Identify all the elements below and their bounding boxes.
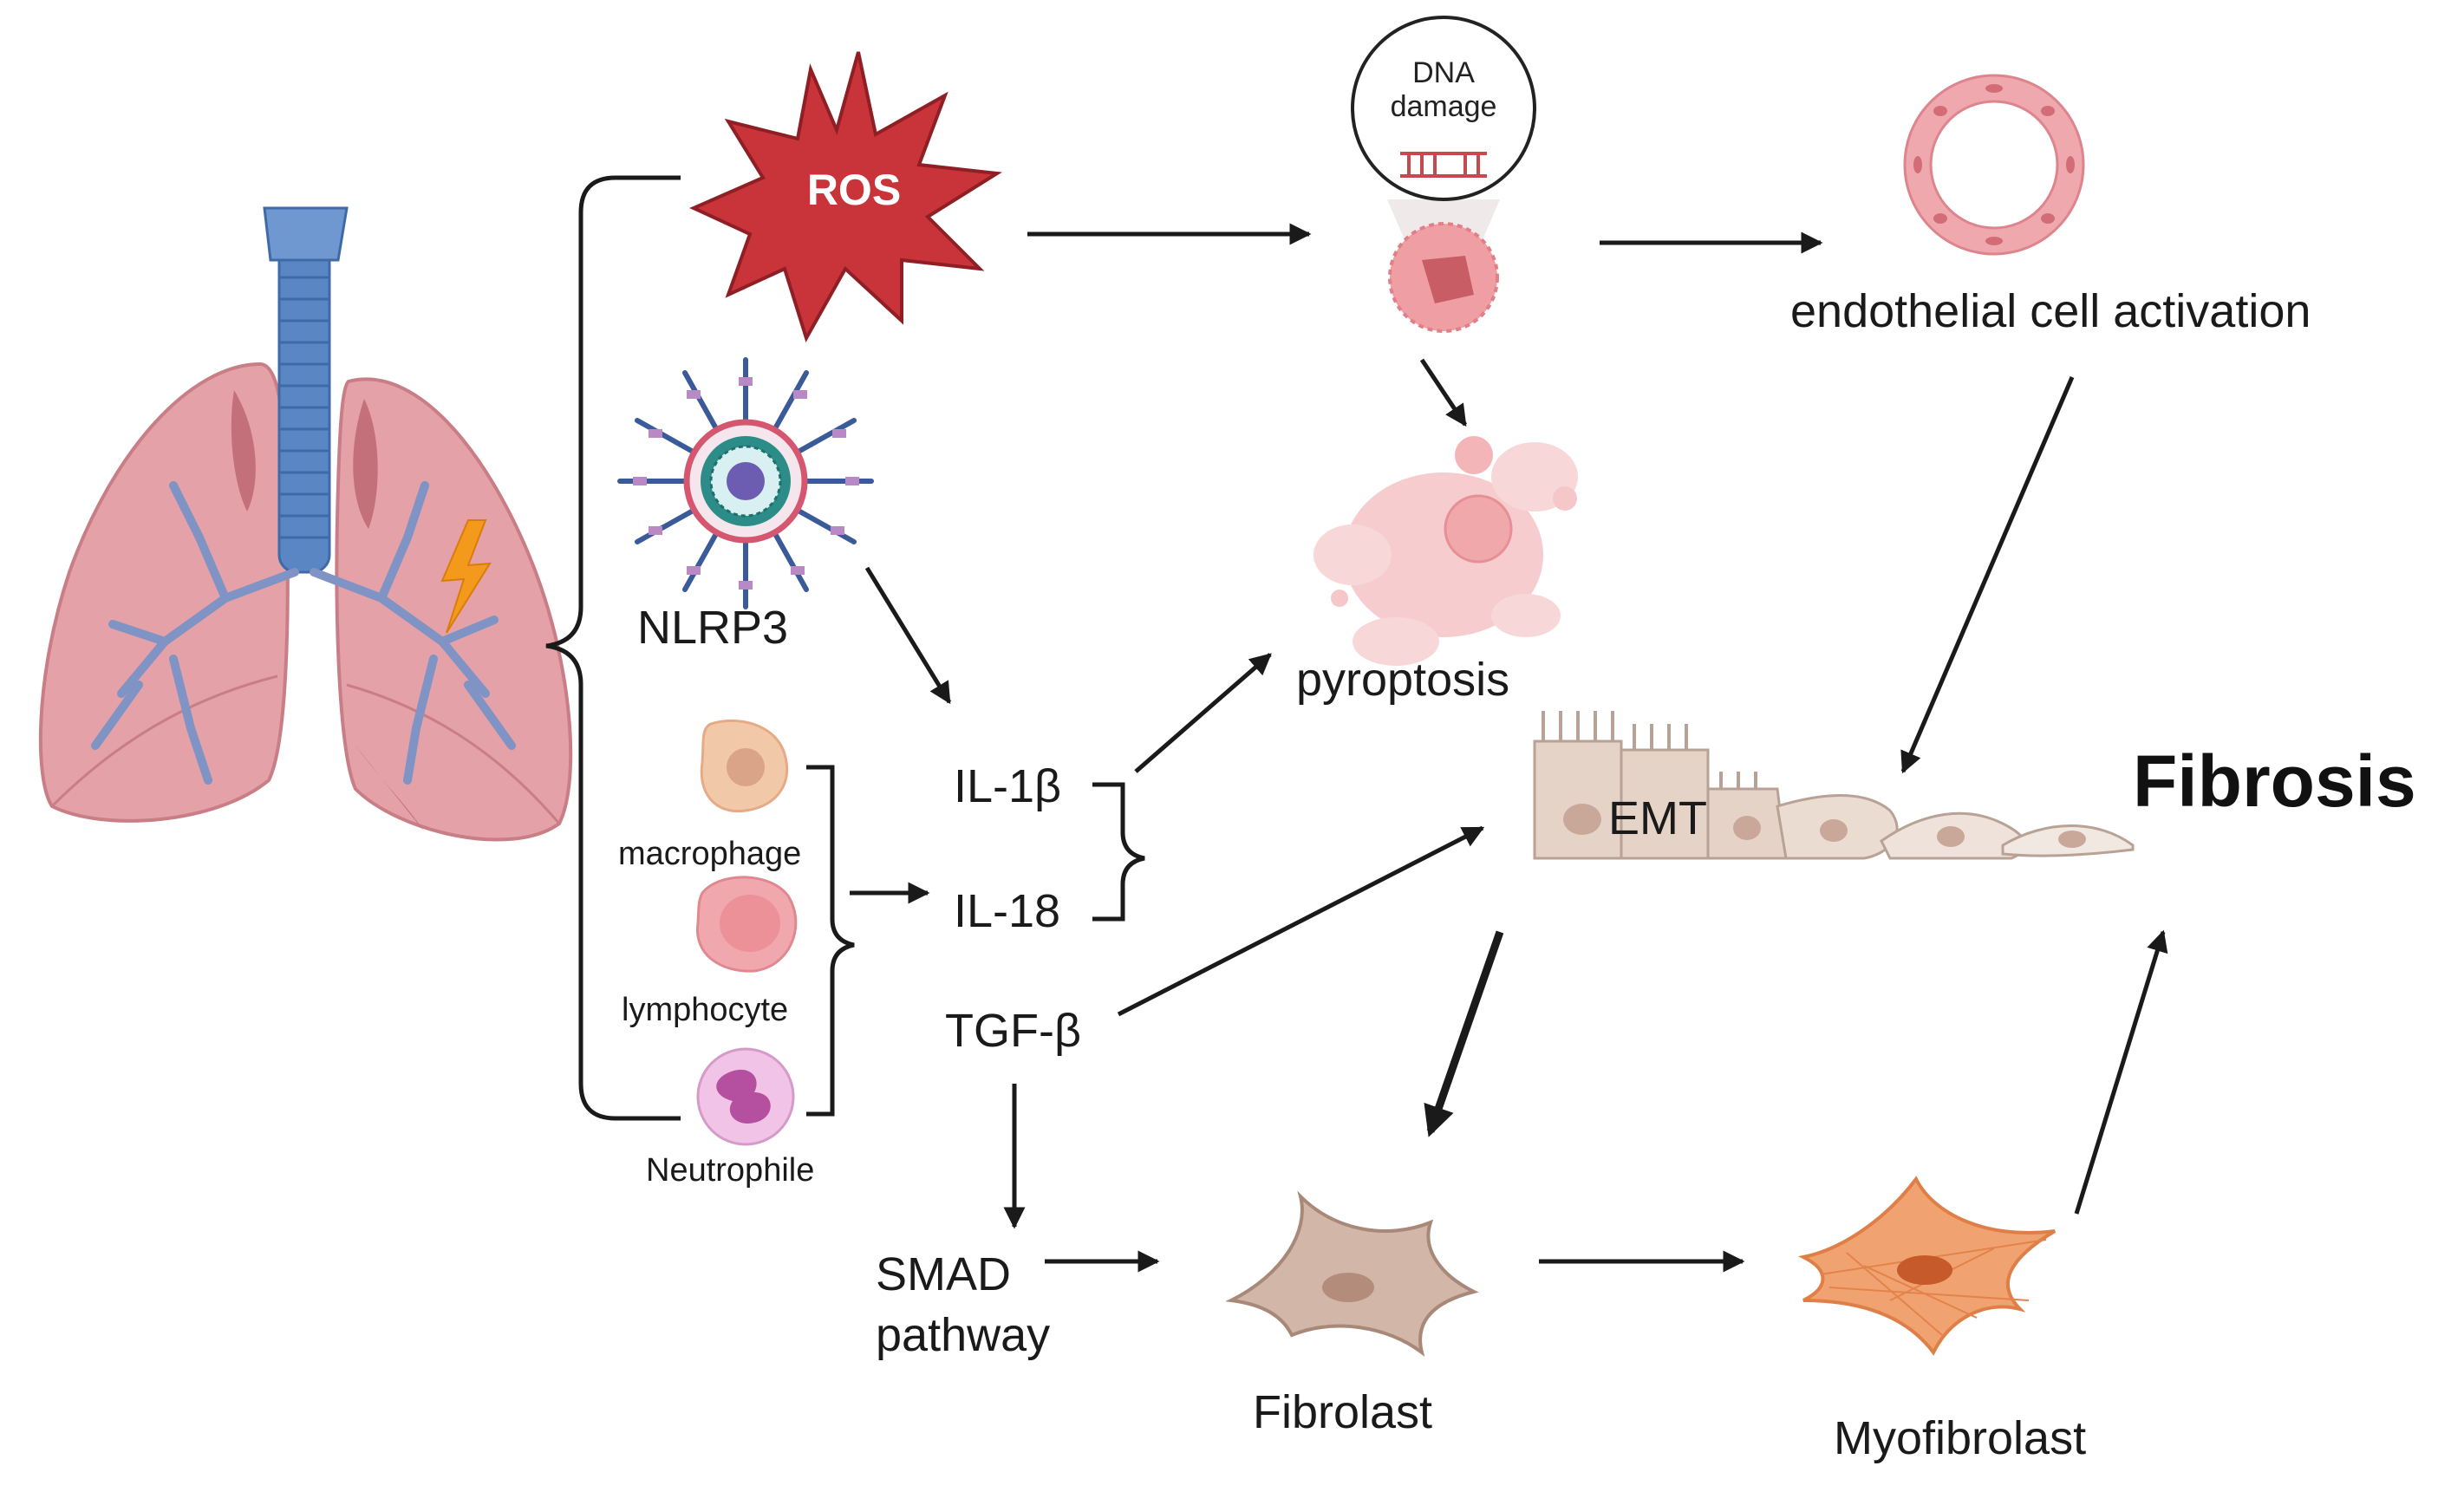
dna-damage-label-line2: damage: [1390, 90, 1497, 124]
nlrp3-label: NLRP3: [637, 602, 789, 654]
arrows: [850, 223, 2168, 1273]
arrow-cell-to-pyroptosis: [1419, 358, 1468, 427]
arrow-nlrp3-to-il1b: [864, 566, 952, 705]
fibroblast-icon: [1225, 1190, 1479, 1357]
arrow-endothelial-to-emt: [1900, 376, 2075, 774]
cytokine-bracket: [1092, 782, 1145, 922]
fibrosis-label: Fibrosis: [2133, 740, 2416, 822]
emt-cells-icon: [1533, 711, 2135, 860]
smad-label-line1: SMAD: [876, 1248, 1012, 1300]
pyroptosis-cell-icon: [1313, 436, 1578, 666]
smad-pathway-label: SMAD pathway: [876, 1244, 1050, 1365]
dna-damage-label-line1: DNA: [1412, 56, 1475, 89]
emt-label: EMT: [1608, 792, 1707, 844]
lymphocyte-icon: [695, 876, 798, 973]
ros-starburst-icon: [689, 51, 1002, 343]
tgfb-label: TGF-β: [945, 1005, 1082, 1057]
dna-damage-label: DNA damage: [1391, 56, 1497, 124]
myofibroblast-label: Myofibrolast: [1834, 1412, 2087, 1464]
cells-bracket: [806, 765, 855, 1117]
neutrophile-label: Neutrophile: [646, 1152, 815, 1189]
il1b-label: IL-1β: [954, 760, 1062, 812]
neutrophile-icon: [696, 1047, 795, 1146]
fibroblast-label: Fibrolast: [1253, 1386, 1433, 1438]
endothelial-label: endothelial cell activation: [1790, 285, 2311, 337]
endothelial-ring-icon: [1903, 74, 2085, 256]
ros-label: ROS: [806, 166, 902, 214]
arrow-emt-to-fibroblast: [1424, 930, 1504, 1137]
left-curly-brace: [545, 175, 681, 1121]
il18-label: IL-18: [954, 885, 1061, 937]
nlrp3-inflammasome-icon: [617, 357, 874, 609]
myofibroblast-icon: [1797, 1176, 2057, 1356]
arrow-il1b-to-pyroptosis: [1134, 653, 1272, 773]
lung-icon: [38, 206, 573, 842]
macrophage-icon: [700, 719, 789, 813]
damaged-cell-icon: [1388, 222, 1499, 333]
arrow-myofibroblast-to-fibrosis: [2074, 929, 2168, 1215]
macrophage-label: macrophage: [618, 836, 802, 872]
arrow-tgfb-to-emt: [1117, 825, 1485, 1017]
lymphocyte-label: lymphocyte: [622, 992, 789, 1028]
pyroptosis-label: pyroptosis: [1296, 654, 1510, 706]
smad-label-line2: pathway: [876, 1309, 1051, 1362]
